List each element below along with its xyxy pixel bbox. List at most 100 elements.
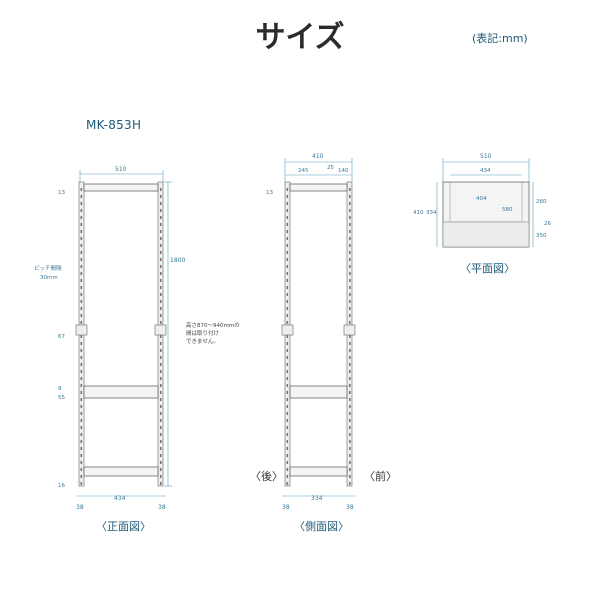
post-hole [160,237,162,240]
post-hole [349,202,351,205]
post-hole [160,405,162,408]
post-hole [80,377,83,380]
side-shelf-bottom [289,466,348,477]
post-hole [286,391,289,394]
post-hole [160,216,162,219]
post-hole [80,454,83,457]
post-hole [286,356,289,359]
post-hole [286,342,289,345]
post-hole [349,461,351,464]
post-hole [160,440,162,443]
post-hole [160,377,162,380]
post-hole [160,188,162,191]
post-hole [349,251,351,254]
post-hole [80,461,83,464]
unit-note: (表記:mm) [472,32,528,45]
post-hole [160,475,162,478]
post-hole [160,335,162,338]
post-hole [160,307,162,310]
post-hole [80,314,83,317]
front-note-3: できません。 [186,338,219,345]
post-hole [286,482,289,485]
post-hole [286,272,289,275]
side-front-label: 〈前〉 [364,470,397,483]
post-hole [160,356,162,359]
side-bottom-right: 38 [346,504,354,511]
plan-inner-404: 404 [476,196,487,202]
post-hole [80,321,83,324]
post-hole [160,230,162,233]
post-hole [80,433,83,436]
post-hole [349,405,351,408]
post-hole [160,286,162,289]
side-view-caption: 〈側面図〉 [294,520,349,533]
post-hole [349,237,351,240]
plan-front-shelf [442,221,530,248]
post-hole [80,391,83,394]
post-hole [160,209,162,212]
front-left-joint [75,324,88,336]
post-hole [160,391,162,394]
post-hole [160,251,162,254]
post-hole [349,475,351,478]
post-hole [286,314,289,317]
side-front-joint [343,324,356,336]
post-hole [286,321,289,324]
post-hole [160,419,162,422]
front-bottom-left: 38 [76,504,84,511]
post-hole [286,447,289,450]
post-hole [80,188,83,191]
post-hole [160,258,162,261]
post-hole [349,391,351,394]
plan-view: 510 434 404 580 410 334 260 26 350 [413,153,551,248]
side-sub-25: 25 [327,165,334,171]
post-hole [80,426,83,429]
post-hole [80,230,83,233]
side-back-joint [281,324,294,336]
post-hole [286,370,289,373]
post-hole [160,195,162,198]
post-hole [286,363,289,366]
post-hole [80,412,83,415]
post-hole [286,202,289,205]
post-hole [286,300,289,303]
post-hole [80,405,83,408]
post-hole [80,293,83,296]
post-hole [80,195,83,198]
post-hole [286,426,289,429]
post-hole [160,412,162,415]
post-hole [349,363,351,366]
post-hole [80,286,83,289]
post-hole [160,384,162,387]
post-hole [349,300,351,303]
post-hole [286,440,289,443]
post-hole [160,265,162,268]
post-hole [160,370,162,373]
front-shelf-top [83,183,159,192]
side-shelf-top [289,183,348,192]
post-hole [286,398,289,401]
post-hole [286,349,289,352]
plan-view-caption: 〈平面図〉 [460,262,515,275]
front-top-offset: 13 [58,190,65,196]
post-hole [349,370,351,373]
post-hole [160,363,162,366]
post-hole [286,293,289,296]
post-hole [80,398,83,401]
post-hole [286,251,289,254]
front-view-caption: 〈正面図〉 [96,520,151,533]
post-hole [286,468,289,471]
post-hole [349,314,351,317]
plan-width-outer: 510 [480,153,492,160]
model-number: MK-853H [86,118,142,132]
post-hole [349,454,351,457]
side-sub-245: 245 [298,168,309,174]
post-hole [349,482,351,485]
post-hole [349,342,351,345]
post-hole [349,244,351,247]
plan-right-260: 260 [536,199,547,205]
post-hole [80,265,83,268]
post-hole [160,202,162,205]
front-bottom-right: 38 [158,504,166,511]
post-hole [160,398,162,401]
